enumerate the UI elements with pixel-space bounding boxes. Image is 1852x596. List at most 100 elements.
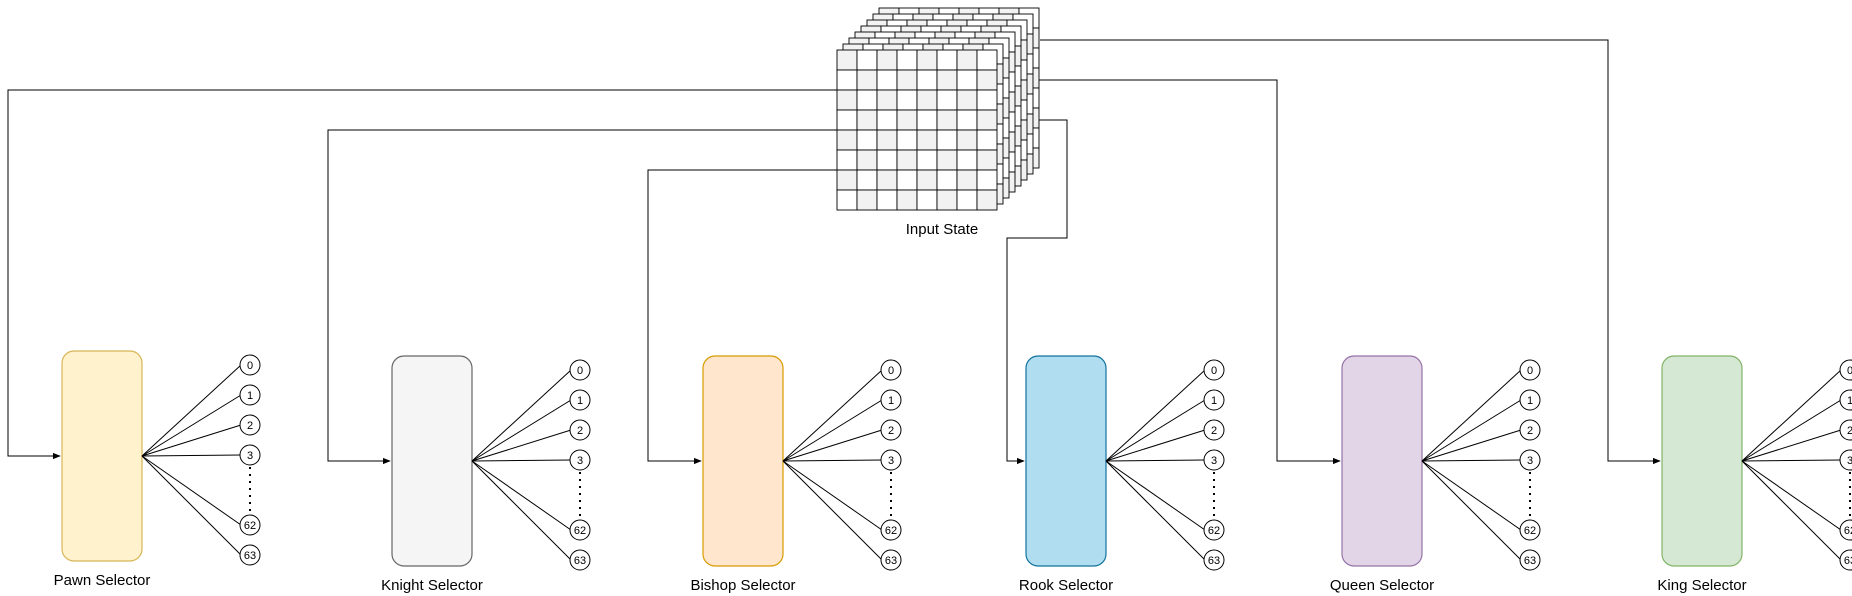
board-cell — [916, 49, 938, 71]
board-cell — [976, 109, 998, 131]
selector-box — [391, 355, 473, 567]
output-node — [1203, 449, 1225, 471]
board-cell — [916, 109, 938, 131]
board-cell — [836, 49, 858, 71]
output-node — [239, 354, 261, 376]
connector-arrow — [7, 89, 837, 460]
board-cell — [876, 149, 898, 171]
board-cell — [896, 49, 918, 71]
fan-line — [471, 459, 572, 462]
selector-label: Pawn Selector — [53, 572, 151, 589]
output-node — [880, 549, 902, 571]
board-cell — [916, 169, 938, 191]
board-cell — [896, 129, 918, 151]
output-node-label: 63 — [244, 550, 256, 562]
board-cell — [936, 49, 958, 71]
fan-line — [782, 460, 883, 561]
output-node-label: 1 — [888, 395, 894, 407]
output-node-label: 1 — [1527, 395, 1533, 407]
output-node-label: 2 — [577, 425, 583, 437]
output-node — [569, 549, 591, 571]
output-node — [1519, 389, 1541, 411]
fan-line — [1105, 460, 1206, 561]
output-node — [1839, 359, 1852, 381]
output-node — [569, 359, 591, 381]
output-node-label: 3 — [1527, 455, 1533, 467]
output-node — [880, 389, 902, 411]
board-cell — [896, 149, 918, 171]
fan-line — [1421, 399, 1522, 462]
board-cell — [936, 69, 958, 91]
fan-line — [141, 394, 242, 457]
output-node — [1203, 389, 1225, 411]
board-cell — [836, 109, 858, 131]
board-cell — [956, 189, 978, 211]
output-node — [1519, 419, 1541, 441]
board-cell — [916, 189, 938, 211]
board-cell — [976, 189, 998, 211]
fan-line — [1741, 429, 1842, 462]
connector-arrow — [327, 129, 837, 465]
input-state-label: Input State — [905, 221, 979, 238]
fan-line — [471, 369, 572, 462]
board-cell — [856, 149, 878, 171]
output-node — [1203, 359, 1225, 381]
output-node-label: 62 — [244, 520, 256, 532]
board-cell — [836, 169, 858, 191]
output-node — [880, 449, 902, 471]
board-cell — [876, 129, 898, 151]
output-node — [1839, 419, 1852, 441]
board-cell — [916, 149, 938, 171]
fan-line — [1741, 460, 1842, 531]
output-node — [1839, 549, 1852, 571]
output-node — [239, 384, 261, 406]
output-node-label: 0 — [1527, 365, 1533, 377]
output-node-label: 0 — [1847, 365, 1852, 377]
output-node-label: 2 — [888, 425, 894, 437]
board-cell — [876, 69, 898, 91]
board-cell — [856, 109, 878, 131]
board-cell — [936, 189, 958, 211]
output-node — [880, 359, 902, 381]
output-node-label: 62 — [574, 525, 586, 537]
board-cell — [956, 129, 978, 151]
fan-line — [1421, 369, 1522, 462]
board-cell — [876, 89, 898, 111]
selector-box — [1025, 355, 1107, 567]
output-node-label: 62 — [1844, 525, 1852, 537]
output-node-label: 1 — [247, 390, 253, 402]
board-cell — [876, 169, 898, 191]
output-node-label: 3 — [1211, 455, 1217, 467]
output-node — [1203, 519, 1225, 541]
board-cell — [896, 169, 918, 191]
board-cell — [976, 129, 998, 151]
output-node-label: 62 — [1524, 525, 1536, 537]
output-node-label: 2 — [247, 420, 253, 432]
output-node — [569, 389, 591, 411]
board-cell — [876, 109, 898, 131]
selector-group: 0123626301236263012362630123626301236263… — [61, 350, 1852, 571]
fan-line — [471, 460, 572, 531]
connector-arrow — [647, 169, 837, 465]
output-node — [569, 449, 591, 471]
output-node-label: 63 — [574, 555, 586, 567]
board-cell — [836, 89, 858, 111]
board-cell — [916, 69, 938, 91]
input-state-board — [836, 7, 1040, 211]
output-node — [569, 519, 591, 541]
selector-box — [61, 350, 143, 562]
output-node-label: 63 — [885, 555, 897, 567]
output-node-label: 1 — [1847, 395, 1852, 407]
output-node — [880, 519, 902, 541]
output-node — [239, 514, 261, 536]
fan-line — [471, 429, 572, 462]
board-cell — [936, 169, 958, 191]
selector-box — [1341, 355, 1423, 567]
board-cell — [856, 129, 878, 151]
board-cell — [956, 109, 978, 131]
output-node — [1519, 449, 1541, 471]
output-node — [1519, 519, 1541, 541]
board-cell — [856, 69, 878, 91]
